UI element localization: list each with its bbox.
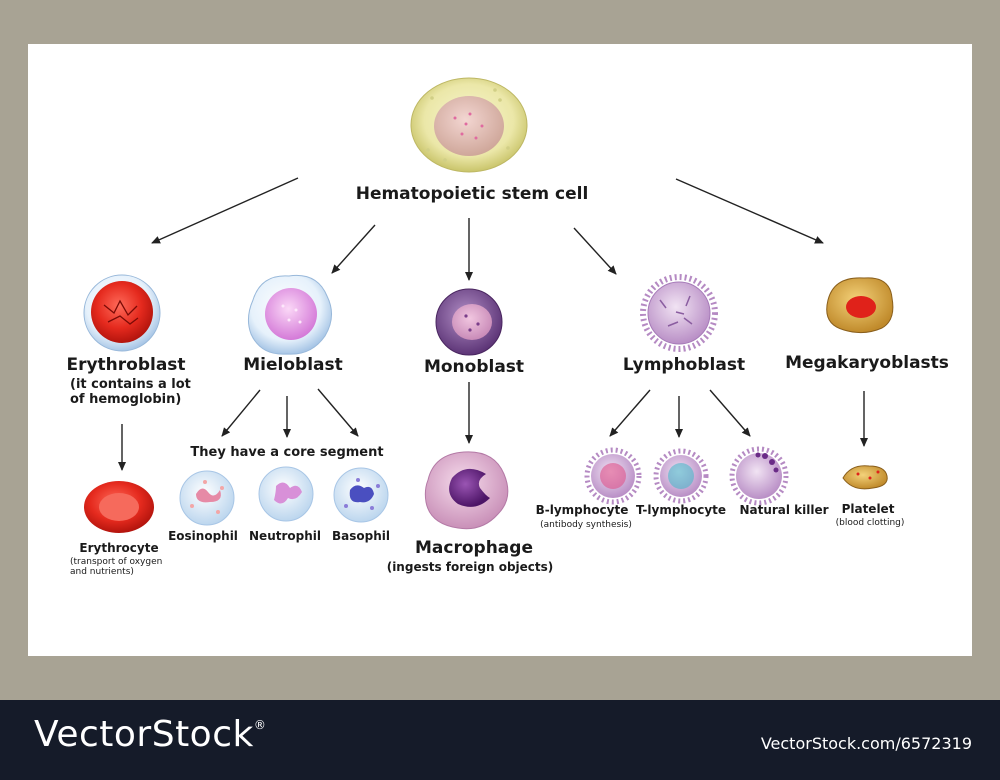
erythrocyte-note: (transport of oxygen and nutrients) <box>70 557 163 577</box>
t-lymphocyte-icon <box>653 448 709 504</box>
platelet-label: Platelet <box>841 502 895 516</box>
macrophage-icon <box>424 451 509 530</box>
vectorstock-logo: VectorStock® <box>34 714 266 755</box>
b-lymphocyte-note: (antibody synthesis) <box>540 520 632 530</box>
core-segment-note: They have a core segment <box>190 445 384 460</box>
hematopoiesis-diagram <box>83 77 894 533</box>
b-lymphocyte-icon <box>584 447 642 505</box>
image-source-link[interactable]: VectorStock.com/6572319 <box>760 734 972 753</box>
natural-killer-icon <box>729 446 789 506</box>
platelet-icon <box>842 465 888 490</box>
basophil-label: Basophil <box>332 529 390 543</box>
eosinophil-label: Eosinophil <box>168 529 238 543</box>
page-title: Hematopoietic stem cell <box>355 184 589 204</box>
erythroblast-icon <box>83 274 161 352</box>
basophil-icon <box>333 467 389 523</box>
macrophage-label: Macrophage <box>415 538 533 558</box>
neutrophil-icon <box>258 466 314 522</box>
brand-name: VectorStock <box>34 714 254 755</box>
natural-killer-label: Natural killer <box>739 503 829 517</box>
monoblast-label: Monoblast <box>423 357 525 377</box>
macrophage-note: (ingests foreign objects) <box>386 560 554 574</box>
megakaryoblasts-label: Megakaryoblasts <box>785 353 949 373</box>
eosinophil-icon <box>179 470 235 526</box>
lymphoblast-icon <box>640 274 718 352</box>
erythroblast-label: Erythroblast <box>66 355 186 375</box>
stem-cell-icon <box>410 77 528 173</box>
stem-arrows <box>151 177 824 281</box>
mieloblast-label: Mieloblast <box>243 355 343 375</box>
erythrocyte-icon <box>84 481 154 533</box>
erythroblast-note: (it contains a lot of hemoglobin) <box>70 377 191 407</box>
lymphoblast-label: Lymphoblast <box>622 355 746 375</box>
b-lymphocyte-label: B-lymphocyte <box>535 503 629 517</box>
neutrophil-label: Neutrophil <box>249 529 321 543</box>
megakaryoblast-icon <box>826 277 894 334</box>
platelet-note: (blood clotting) <box>835 518 905 528</box>
footer-bar: VectorStock® VectorStock.com/6572319 <box>0 700 1000 780</box>
lineage-arrows <box>118 382 868 471</box>
t-lymphocyte-label: T-lymphocyte <box>635 503 727 517</box>
registered-mark: ® <box>253 718 267 732</box>
monoblast-icon <box>435 288 503 356</box>
erythrocyte-label: Erythrocyte <box>79 541 159 555</box>
mieloblast-icon <box>247 274 332 355</box>
